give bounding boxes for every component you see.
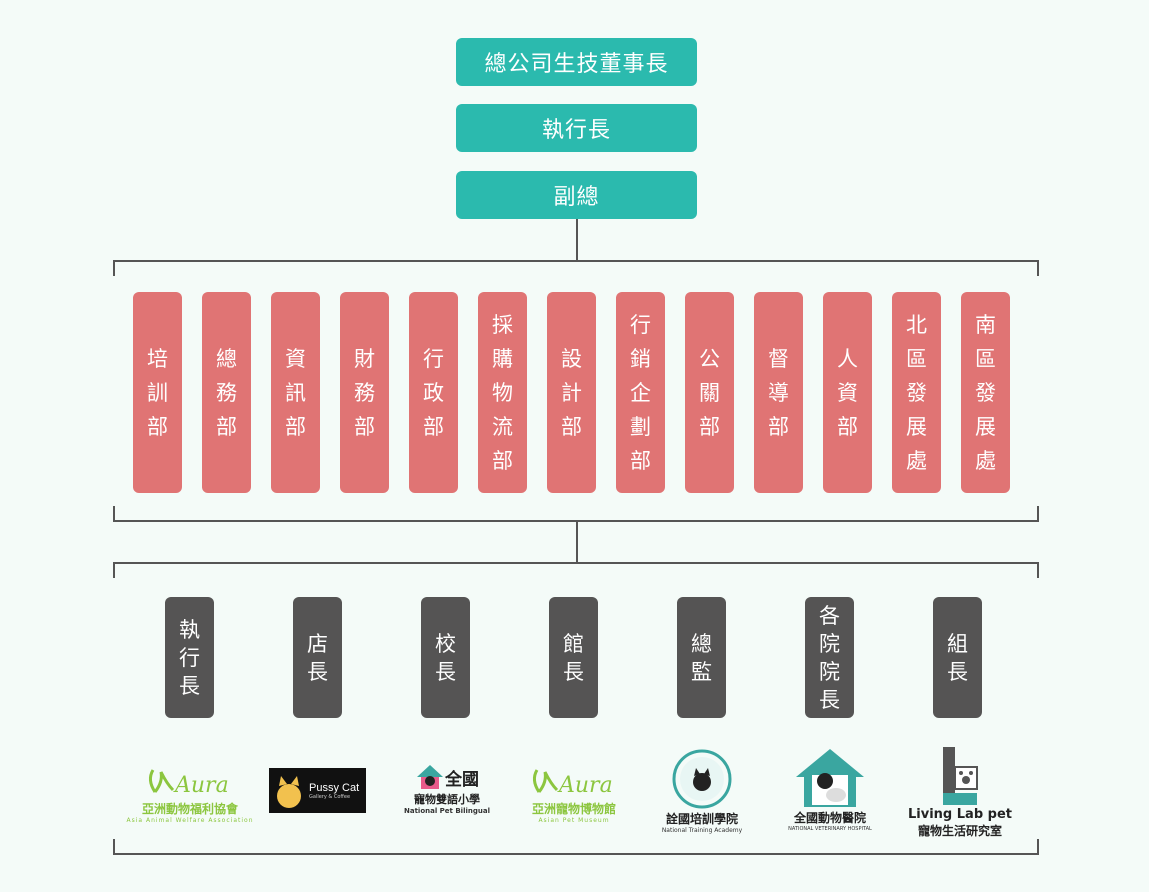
role-bracket-right-top	[1037, 562, 1039, 578]
dept-label: 採購物流部	[492, 312, 513, 473]
dept-box: 資訊部	[271, 292, 320, 493]
dept-label: 行銷企劃部	[630, 312, 651, 473]
role-box: 校長	[421, 597, 470, 718]
academy-name: 詮國培訓學院	[665, 812, 738, 826]
vp-box: 副總	[456, 171, 697, 219]
hospital-sub: NATIONAL VETERINARY HOSPITAL	[788, 826, 872, 832]
dept-box: 北區發展處	[892, 292, 941, 493]
role-label: 校長	[435, 631, 456, 684]
aura-logo-icon: Aura	[532, 769, 613, 798]
ceo-label: 執行長	[541, 118, 611, 143]
dept-label: 總務部	[216, 346, 237, 439]
dept-label: 行政部	[423, 346, 444, 439]
svg-text:Aura: Aura	[557, 773, 613, 798]
role-box: 店長	[293, 597, 342, 718]
cat-icon	[277, 776, 301, 808]
dept-label: 設計部	[561, 346, 582, 439]
role-bracket-top	[113, 562, 1039, 564]
logo-asia-welfare: Aura 亞洲動物福利協會 Asia Animal Welfare Associ…	[127, 760, 253, 824]
museum-name: 亞洲寵物博物館	[531, 802, 616, 816]
bilingual-mark: 全國	[445, 769, 479, 790]
dept-label: 北區發展處	[906, 312, 927, 473]
vp-label: 副總	[553, 185, 600, 210]
bilingual-name: 寵物雙語小學	[414, 793, 480, 806]
role-label: 館長	[563, 631, 584, 684]
role-bracket-right-bottom	[1037, 839, 1039, 855]
logo-bilingual: 全國 寵物雙語小學 National Pet Bilingual	[404, 763, 490, 815]
dept-bracket-left-top	[113, 260, 115, 276]
dept-bracket-top	[113, 260, 1039, 262]
dept-bracket-right-bottom	[1037, 506, 1039, 522]
dept-label: 公關部	[699, 346, 720, 439]
logo-academy: 詮國培訓學院 National Training Academy	[660, 748, 744, 834]
ceo-box: 執行長	[456, 104, 697, 152]
logo-pussy-cat: Pussy Cat Gallery & Coffee	[269, 768, 366, 813]
dept-box: 人資部	[823, 292, 872, 493]
dept-bracket-right-top	[1037, 260, 1039, 276]
role-box: 組長	[933, 597, 982, 718]
logo-living-lab: Living Lab pet 寵物生活研究室	[905, 745, 1015, 839]
asia-welfare-sub: Asia Animal Welfare Association	[126, 817, 254, 824]
role-label: 組長	[947, 631, 968, 684]
dept-box: 督導部	[754, 292, 803, 493]
svg-text:Aura: Aura	[173, 773, 229, 798]
bilingual-en: National Pet Bilingual	[404, 807, 490, 815]
pussy-cat-name: Pussy Cat	[309, 781, 360, 794]
living-lab-icon	[943, 747, 978, 805]
role-bracket-left-top	[113, 562, 115, 578]
dept-box: 行銷企劃部	[616, 292, 665, 493]
dept-label: 督導部	[768, 346, 789, 439]
dept-box: 總務部	[202, 292, 251, 493]
connector-vp-down	[576, 219, 578, 261]
museum-sub: Asian Pet Museum	[538, 817, 610, 824]
role-box: 館長	[549, 597, 598, 718]
chairman-box: 總公司生技董事長	[456, 38, 697, 86]
asia-welfare-name: 亞洲動物福利協會	[141, 802, 238, 816]
role-label: 各院院長	[819, 603, 840, 712]
aura-logo-icon: Aura	[148, 769, 229, 798]
role-label: 執行長	[179, 617, 200, 698]
dept-label: 資訊部	[285, 346, 306, 439]
dept-box: 培訓部	[133, 292, 182, 493]
house-cat-icon	[417, 765, 443, 789]
hospital-name: 全國動物醫院	[793, 811, 866, 825]
dept-box: 設計部	[547, 292, 596, 493]
living-lab-sub: 寵物生活研究室	[917, 824, 1002, 838]
dept-bracket-left-bottom	[113, 506, 115, 522]
academy-badge-icon	[672, 749, 732, 809]
living-lab-name: Living Lab pet	[908, 807, 1012, 822]
role-box: 各院院長	[805, 597, 854, 718]
role-bracket-bottom	[113, 853, 1039, 855]
logo-hospital: 全國動物醫院 NATIONAL VETERINARY HOSPITAL	[786, 745, 874, 832]
role-box: 執行長	[165, 597, 214, 718]
dept-box: 公關部	[685, 292, 734, 493]
role-bracket-left-bottom	[113, 839, 115, 855]
chairman-label: 總公司生技董事長	[484, 52, 669, 77]
role-box: 總監	[677, 597, 726, 718]
logo-museum: Aura 亞洲寵物博物館 Asian Pet Museum	[526, 760, 622, 824]
role-label: 店長	[307, 631, 328, 684]
dept-box: 採購物流部	[478, 292, 527, 493]
pussy-cat-sub: Gallery & Coffee	[309, 793, 351, 800]
dept-label: 人資部	[837, 346, 858, 439]
dept-box: 財務部	[340, 292, 389, 493]
dept-label: 培訓部	[147, 346, 168, 439]
connector-dept-down	[576, 521, 578, 563]
dept-box: 行政部	[409, 292, 458, 493]
academy-sub: National Training Academy	[661, 827, 743, 834]
role-label: 總監	[691, 631, 712, 684]
hospital-house-icon	[796, 749, 864, 807]
dept-label: 南區發展處	[975, 312, 996, 473]
dept-box: 南區發展處	[961, 292, 1010, 493]
dept-label: 財務部	[354, 346, 375, 439]
